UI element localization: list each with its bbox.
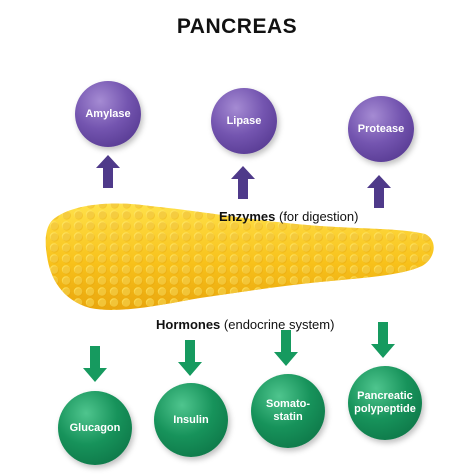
enzyme-label: Lipase: [226, 114, 262, 127]
hormone-pancreatic-polypeptide: Pancreatic polypeptide: [348, 366, 422, 440]
enzymes-label-rest: (for digestion): [275, 209, 359, 224]
page-title: PANCREAS: [176, 15, 298, 38]
hormone-label: Glucagon: [69, 421, 121, 434]
hormones-label-bold: Hormones: [156, 317, 221, 332]
enzyme-amylase: Amylase: [75, 81, 141, 147]
hormone-somatostatin: Somato- statin: [251, 374, 325, 448]
enzymes-section-label: Enzymes (for digestion): [219, 209, 358, 224]
arrow-down-icon: [274, 330, 298, 366]
enzyme-label: Protease: [357, 122, 405, 135]
arrow-up-icon: [367, 175, 391, 208]
hormones-label-rest: (endocrine system): [220, 317, 335, 332]
hormone-glucagon: Glucagon: [58, 391, 132, 465]
arrow-down-icon: [178, 340, 202, 376]
hormone-insulin: Insulin: [154, 383, 228, 457]
hormone-label: Pancreatic polypeptide: [354, 390, 416, 415]
arrow-down-icon: [371, 322, 395, 358]
hormone-label: Somato- statin: [266, 398, 310, 423]
enzymes-label-bold: Enzymes: [219, 209, 276, 224]
hormones-section-label: Hormones (endocrine system): [156, 317, 334, 332]
enzyme-protease: Protease: [348, 96, 414, 162]
hormone-label: Insulin: [173, 413, 209, 426]
arrow-up-icon: [96, 155, 120, 188]
arrow-down-icon: [83, 346, 107, 382]
enzyme-label: Amylase: [85, 107, 131, 120]
enzyme-lipase: Lipase: [211, 88, 277, 154]
arrow-up-icon: [231, 166, 255, 199]
